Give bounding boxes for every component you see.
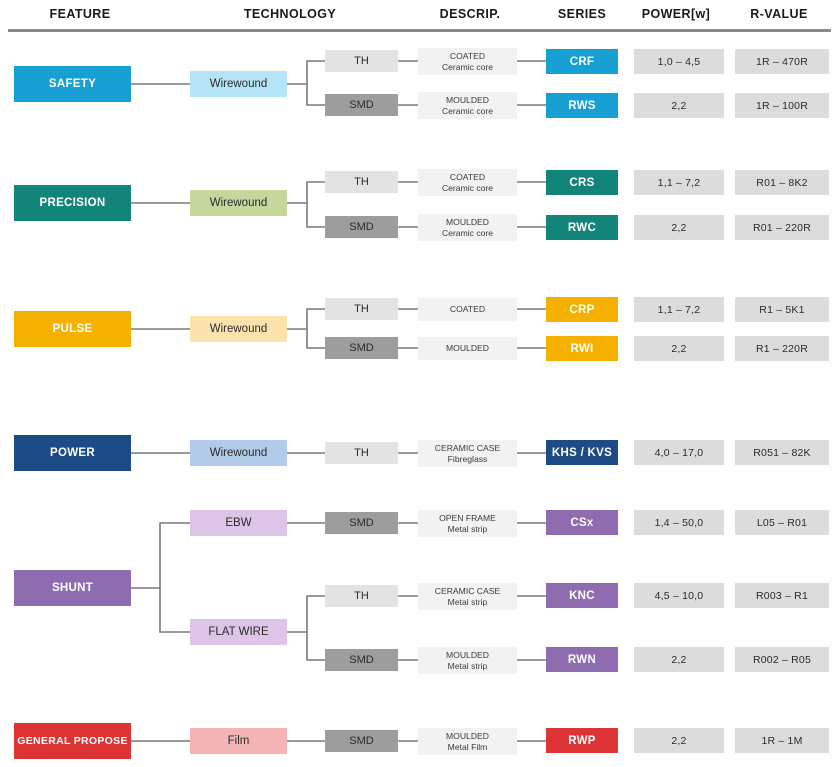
descrip-line-1: CERAMIC CASE <box>434 442 501 453</box>
series-crf[interactable]: CRF <box>546 49 618 74</box>
mount-safety-smd[interactable]: SMD <box>325 94 398 116</box>
feature-power[interactable]: POWER <box>14 435 131 471</box>
column-header-descrip: DESCRIP. <box>439 7 501 21</box>
series-csx[interactable]: CSx <box>546 510 618 535</box>
descrip-shunt-csx: OPEN FRAME Metal strip <box>418 510 517 537</box>
technology-precision-wirewound[interactable]: Wirewound <box>190 190 287 216</box>
descrip-line-2: Metal strip <box>447 523 488 534</box>
descrip-shunt-knc: CERAMIC CASE Metal strip <box>418 583 517 610</box>
technology-general-film[interactable]: Film <box>190 728 287 754</box>
descrip-safety-th: COATED Ceramic core <box>418 48 517 75</box>
power-rwc: 2,2 <box>634 215 724 240</box>
descrip-line-2: Metal strip <box>447 596 488 607</box>
series-crp[interactable]: CRP <box>546 297 618 322</box>
feature-pulse[interactable]: PULSE <box>14 311 131 347</box>
mount-pulse-th[interactable]: TH <box>325 298 398 320</box>
descrip-general-rwp: MOULDED Metal Film <box>418 728 517 755</box>
mount-general-smd[interactable]: SMD <box>325 730 398 752</box>
descrip-line-1: MOULDED <box>446 216 489 227</box>
descrip-shunt-rwn: MOULDED Metal strip <box>418 647 517 674</box>
power-crf: 1,0 – 4,5 <box>634 49 724 74</box>
descrip-precision-th: COATED Ceramic core <box>418 169 517 196</box>
series-rwn[interactable]: RWN <box>546 647 618 672</box>
feature-safety[interactable]: SAFETY <box>14 66 131 102</box>
mount-power-th[interactable]: TH <box>325 442 398 464</box>
power-csx: 1,4 – 50,0 <box>634 510 724 535</box>
series-rwi[interactable]: RWI <box>546 336 618 361</box>
mount-pulse-smd[interactable]: SMD <box>325 337 398 359</box>
descrip-line-2: Ceramic core <box>441 227 494 238</box>
descrip-line-2: Metal Film <box>447 741 488 752</box>
header-divider <box>8 29 831 32</box>
column-header-rvalue: R-VALUE <box>750 7 808 21</box>
mount-shunt-ebw-smd[interactable]: SMD <box>325 512 398 534</box>
descrip-line-1: COATED <box>449 304 486 314</box>
descrip-pulse-th: COATED <box>418 298 517 321</box>
descrip-line-1: MOULDED <box>446 94 489 105</box>
descrip-line-1: CERAMIC CASE <box>434 585 501 596</box>
mount-safety-th[interactable]: TH <box>325 50 398 72</box>
series-knc[interactable]: KNC <box>546 583 618 608</box>
descrip-line-1: MOULDED <box>446 730 489 741</box>
technology-shunt-ebw[interactable]: EBW <box>190 510 287 536</box>
descrip-line-2: Ceramic core <box>441 105 494 116</box>
rvalue-khs-kvs: R051 – 82K <box>735 440 829 465</box>
power-rwp: 2,2 <box>634 728 724 753</box>
rvalue-rwi: R1 – 220R <box>735 336 829 361</box>
descrip-line-1: MOULDED <box>446 343 489 353</box>
technology-safety-wirewound[interactable]: Wirewound <box>190 71 287 97</box>
descrip-precision-smd: MOULDED Ceramic core <box>418 214 517 241</box>
power-khs-kvs: 4,0 – 17,0 <box>634 440 724 465</box>
power-rwn: 2,2 <box>634 647 724 672</box>
series-khs-kvs[interactable]: KHS / KVS <box>546 440 618 465</box>
descrip-pulse-smd: MOULDED <box>418 337 517 360</box>
technology-pulse-wirewound[interactable]: Wirewound <box>190 316 287 342</box>
mount-shunt-flatwire-th[interactable]: TH <box>325 585 398 607</box>
rvalue-rws: 1R – 100R <box>735 93 829 118</box>
mount-precision-smd[interactable]: SMD <box>325 216 398 238</box>
column-header-feature: FEATURE <box>49 7 111 21</box>
technology-power-wirewound[interactable]: Wirewound <box>190 440 287 466</box>
column-header-series: SERIES <box>557 7 607 21</box>
descrip-line-2: Ceramic core <box>441 182 494 193</box>
rvalue-crs: R01 – 8K2 <box>735 170 829 195</box>
descrip-line-1: MOULDED <box>446 649 489 660</box>
rvalue-rwc: R01 – 220R <box>735 215 829 240</box>
descrip-line-1: OPEN FRAME <box>439 512 496 523</box>
mount-precision-th[interactable]: TH <box>325 171 398 193</box>
rvalue-rwp: 1R – 1M <box>735 728 829 753</box>
descrip-line-2: Ceramic core <box>441 61 494 72</box>
descrip-power-th: CERAMIC CASE Fibreglass <box>418 440 517 467</box>
rvalue-crf: 1R – 470R <box>735 49 829 74</box>
power-rwi: 2,2 <box>634 336 724 361</box>
series-rwp[interactable]: RWP <box>546 728 618 753</box>
rvalue-knc: R003 – R1 <box>735 583 829 608</box>
series-rws[interactable]: RWS <box>546 93 618 118</box>
power-crp: 1,1 – 7,2 <box>634 297 724 322</box>
rvalue-crp: R1 – 5K1 <box>735 297 829 322</box>
rvalue-csx: L05 – R01 <box>735 510 829 535</box>
power-crs: 1,1 – 7,2 <box>634 170 724 195</box>
rvalue-rwn: R002 – R05 <box>735 647 829 672</box>
column-header-power: POWER[w] <box>641 7 711 21</box>
power-rws: 2,2 <box>634 93 724 118</box>
series-rwc[interactable]: RWC <box>546 215 618 240</box>
descrip-line-1: COATED <box>449 171 486 182</box>
descrip-line-2: Fibreglass <box>447 453 488 464</box>
column-header-technology: TECHNOLOGY <box>243 7 337 21</box>
series-crs[interactable]: CRS <box>546 170 618 195</box>
feature-shunt[interactable]: SHUNT <box>14 570 131 606</box>
feature-general-propose[interactable]: GENERAL PROPOSE <box>14 723 131 759</box>
technology-shunt-flat-wire[interactable]: FLAT WIRE <box>190 619 287 645</box>
power-knc: 4,5 – 10,0 <box>634 583 724 608</box>
descrip-safety-smd: MOULDED Ceramic core <box>418 92 517 119</box>
mount-shunt-flatwire-smd[interactable]: SMD <box>325 649 398 671</box>
descrip-line-1: COATED <box>449 50 486 61</box>
feature-precision[interactable]: PRECISION <box>14 185 131 221</box>
descrip-line-2: Metal strip <box>447 660 488 671</box>
